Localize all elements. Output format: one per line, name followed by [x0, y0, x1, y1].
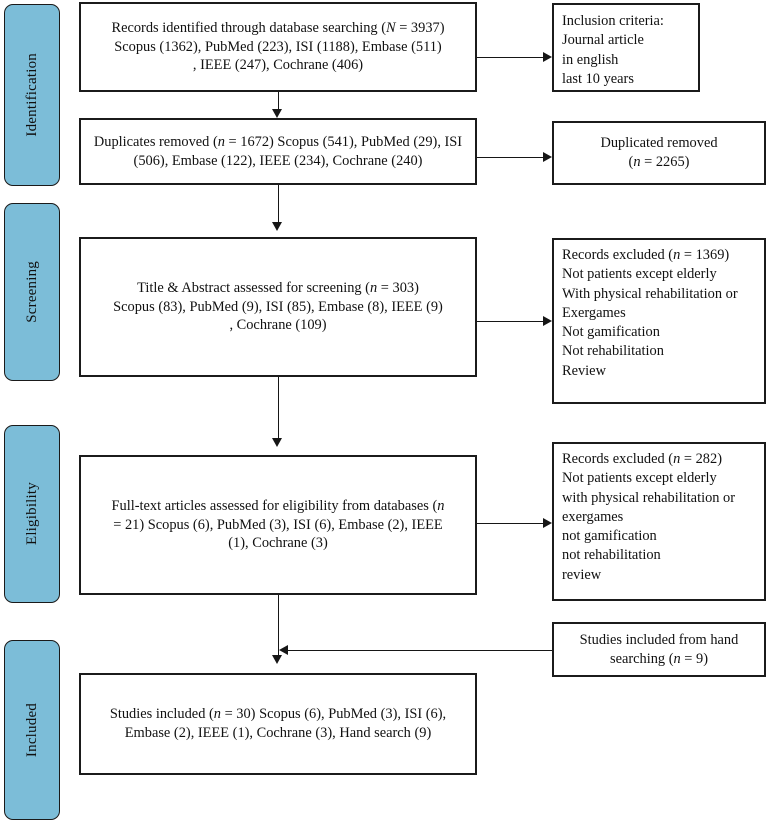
box-records-excluded-eligibility-text: Records excluded (n = 282) Not patients … [554, 444, 764, 591]
box-records-identified: Records identified through database sear… [79, 2, 477, 92]
box-duplicated-removed-right: Duplicated removed (n = 2265) [552, 121, 766, 185]
connector-duplicates-to-removed [477, 157, 543, 158]
duplicated-removed-line2-tail: = 2265) [640, 154, 690, 170]
box-fulltext-eligibility: Full-text articles assessed for eligibil… [79, 455, 477, 595]
stage-identification: Identification [4, 4, 60, 186]
duplicates-removed-pre: Duplicates removed ( [93, 133, 218, 150]
box-duplicates-removed: Duplicates removed (n = 1672) Scopus (54… [79, 118, 477, 185]
hand-searching-line1: Studies included from hand searching ( [579, 631, 739, 667]
box-duplicates-removed-text: Duplicates removed (n = 1672) Scopus (54… [81, 133, 475, 170]
title-abstract-n-symbol: n [369, 279, 378, 296]
title-abstract-pre: Title & Abstract assessed for screening … [137, 279, 370, 296]
records-identified-line1-tail: = 3937) [395, 19, 445, 36]
arrow-duplicates-to-screening [272, 222, 282, 231]
excluded-eligibility-n-symbol: n [673, 451, 681, 467]
excluded-eligibility-line1-pre: Records excluded ( [562, 451, 674, 467]
excluded-screening-line3: With physical rehabilitation or Exergame… [562, 285, 738, 321]
box-duplicated-removed-right-text: Duplicated removed (n = 2265) [591, 134, 726, 171]
excluded-screening-n-symbol: n [673, 247, 681, 263]
excluded-eligibility-line5: not rehabilitation [562, 547, 661, 564]
studies-included-n-symbol: n [213, 706, 221, 723]
excluded-eligibility-line1-tail: = 282) [680, 451, 722, 467]
connector-handsearch-to-included [288, 650, 552, 651]
arrow-screening-to-eligibility [272, 438, 282, 447]
connector-screening-to-eligibility [278, 377, 279, 438]
box-studies-included-text: Studies included (n = 30) Scopus (6), Pu… [94, 705, 462, 742]
stage-included-label: Included [23, 702, 40, 758]
box-title-abstract-screened-text: Title & Abstract assessed for screening … [104, 279, 452, 335]
stage-eligibility: Eligibility [4, 425, 60, 603]
records-identified-n-symbol: N [386, 19, 396, 36]
box-studies-included: Studies included (n = 30) Scopus (6), Pu… [79, 673, 477, 775]
excluded-eligibility-line4: not gamification [562, 528, 657, 545]
arrow-handsearch-to-included [279, 645, 288, 655]
excluded-screening-line5: Not rehabilitation [562, 343, 664, 360]
duplicates-removed-mid: = 1672) Scopus (541), PubMed (29), ISI (… [133, 133, 463, 169]
connector-screening-to-excluded [477, 321, 543, 322]
inclusion-criteria-line1: Inclusion criteria: [562, 13, 664, 29]
arrow-eligibility-to-excluded [543, 518, 552, 528]
connector-identified-to-inclusion [477, 57, 543, 58]
excluded-eligibility-line6: review [562, 566, 602, 583]
arrow-screening-to-excluded [543, 316, 552, 326]
box-title-abstract-screened: Title & Abstract assessed for screening … [79, 237, 477, 377]
duplicates-removed-n-symbol: n [217, 133, 225, 150]
stage-eligibility-label: Eligibility [23, 482, 40, 546]
stage-identification-label: Identification [23, 53, 40, 137]
box-fulltext-eligibility-text: Full-text articles assessed for eligibil… [99, 497, 457, 553]
title-abstract-line2: Scopus (83), PubMed (9), ISI (85), Embas… [113, 298, 443, 315]
excluded-screening-line1-tail: = 1369) [680, 247, 730, 263]
arrow-duplicates-to-removed [543, 152, 552, 162]
box-inclusion-criteria: Inclusion criteria: Journal article in e… [552, 3, 700, 92]
excluded-eligibility-line3: with physical rehabilitation or exergame… [562, 489, 736, 525]
studies-included-pre: Studies included ( [109, 706, 214, 723]
connector-eligibility-to-excluded [477, 523, 543, 524]
studies-included-mid: = 30) Scopus (6), PubMed (3), ISI (6), E… [124, 706, 447, 741]
box-records-excluded-screening-text: Records excluded (n = 1369) Not patients… [554, 240, 764, 387]
hand-searching-n-symbol: n [673, 650, 681, 667]
inclusion-criteria-line2: Journal article [562, 32, 644, 49]
arrow-identified-to-duplicates [272, 109, 282, 118]
records-identified-line1: Records identified through database sear… [111, 19, 387, 36]
excluded-screening-line6: Review [562, 362, 606, 379]
inclusion-criteria-line3: in english [562, 51, 619, 68]
box-records-identified-text: Records identified through database sear… [102, 19, 453, 75]
excluded-screening-line4: Not gamification [562, 324, 660, 341]
box-inclusion-criteria-text: Inclusion criteria: Journal article in e… [554, 5, 672, 95]
fulltext-line1-tail: = 21) Scopus (6), PubMed (3), ISI (6), E… [113, 516, 443, 552]
records-identified-line2: Scopus (1362), PubMed (223), ISI (1188),… [114, 38, 442, 55]
stage-included: Included [4, 640, 60, 820]
arrow-identified-to-inclusion [543, 52, 552, 62]
arrow-eligibility-to-included [272, 655, 282, 664]
excluded-screening-line2: Not patients except elderly [562, 266, 717, 283]
connector-eligibility-to-included [278, 595, 279, 655]
duplicated-removed-n-symbol: n [633, 154, 641, 170]
duplicated-removed-line1: Duplicated removed [600, 135, 718, 152]
hand-searching-line1-tail: = 9) [680, 650, 709, 667]
inclusion-criteria-line4: last 10 years [562, 70, 634, 87]
fulltext-n-symbol: n [437, 497, 445, 514]
connector-identified-to-duplicates [278, 92, 279, 110]
records-identified-line3: , IEEE (247), Cochrane (406) [192, 57, 364, 74]
fulltext-line1: Full-text articles assessed for eligibil… [111, 497, 438, 514]
stage-screening-label: Screening [23, 261, 40, 323]
box-hand-searching-text: Studies included from hand searching (n … [554, 631, 764, 668]
duplicated-removed-line2-pre: ( [628, 154, 634, 170]
box-hand-searching: Studies included from hand searching (n … [552, 622, 766, 677]
excluded-screening-line1-pre: Records excluded ( [562, 247, 674, 263]
title-abstract-line3: , Cochrane (109) [229, 317, 327, 334]
box-records-excluded-eligibility: Records excluded (n = 282) Not patients … [552, 442, 766, 601]
box-records-excluded-screening: Records excluded (n = 1369) Not patients… [552, 238, 766, 404]
excluded-eligibility-line2: Not patients except elderly [562, 470, 717, 487]
title-abstract-mid: = 303) [377, 279, 419, 296]
connector-duplicates-to-screening [278, 185, 279, 222]
stage-screening: Screening [4, 203, 60, 381]
